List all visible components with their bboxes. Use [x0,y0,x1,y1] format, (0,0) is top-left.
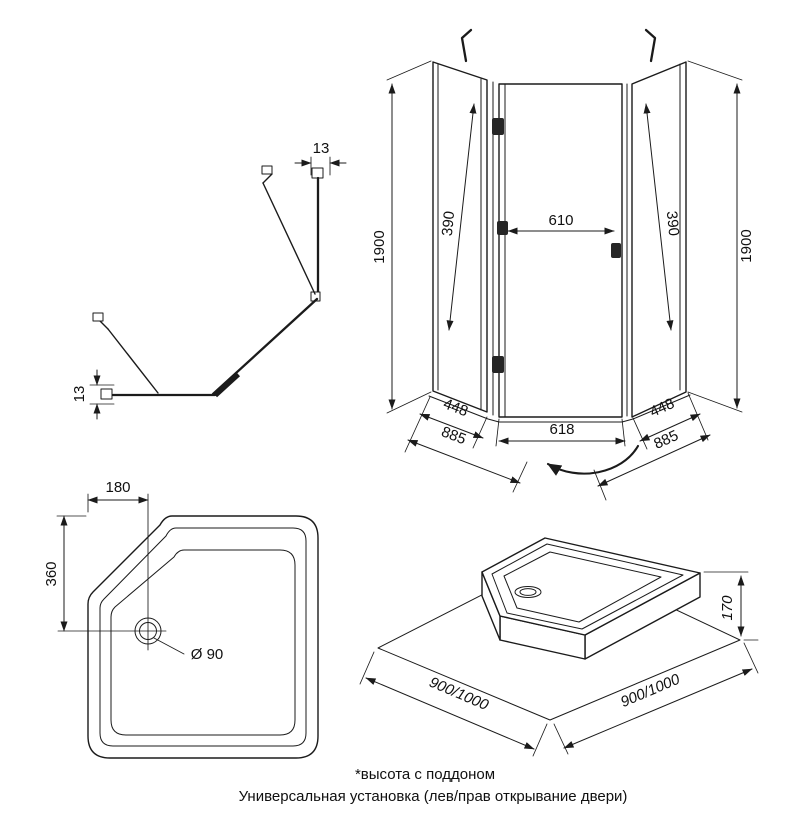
floor-outline [377,554,741,721]
profile-outline [92,165,324,400]
dim-left-panel: 390 [439,103,477,331]
dim-drain-offset-y-label: 360 [43,561,60,586]
dim-drain-offset-y: 360 [43,515,87,632]
door-profile-overlap [212,371,241,398]
dim-floor-left: 900/1000 [359,651,548,757]
footnote-installation: Универсальная установка (лев/прав открыв… [239,788,628,805]
dim-profile-top: 13 [294,140,347,176]
enclosure-3d-view: 1900 1900 390 390 610 448 [371,28,755,501]
tray-inner-rim-3d [491,543,684,630]
dim-right-panel-label: 390 [663,210,683,237]
door-hinge-top [492,118,504,135]
dim-height-left: 1900 [371,60,432,414]
wall-profile-end-top [311,167,324,179]
dim-drain-offset-x: 180 [87,479,149,513]
door-open-position-left [107,328,159,394]
glass-door [498,83,623,418]
dim-base-center: 618 [495,418,626,447]
dim-door-width-label: 610 [548,212,573,229]
dim-height-left-label: 1900 [371,230,388,263]
dim-drain-diameter-label: Ø 90 [191,646,224,663]
tray-outer-rim [87,515,319,759]
tray-3d-view: 900/1000 900/1000 170 [359,537,759,757]
door-handle-profile-right [261,165,273,175]
dim-side-right: 885 [593,427,711,501]
door-handle [611,243,621,258]
dim-drain-diameter: Ø 90 [153,637,224,663]
dim-base-left-label: 448 [441,395,470,420]
tray-top-view: 180 360 Ø 90 [43,479,319,759]
tray-floor-outline [110,549,296,736]
dim-right-panel: 390 [643,103,683,331]
dim-tray-height-label: 170 [719,595,736,621]
dim-side-right-label: 885 [651,427,681,453]
wall-bracket-left-icon [460,28,473,63]
tray-middle-rim [99,527,307,747]
glass-panel-right [631,61,687,418]
dim-tray-height: 170 [703,571,759,641]
wall-bracket-right-icon [644,28,657,63]
dim-profile-top-label: 13 [313,140,330,157]
footer-notes: *высота с поддоном Универсальная установ… [239,766,628,805]
dim-base-center-label: 618 [549,421,574,438]
glass-panel-left [432,61,488,413]
profile-top-view: 13 13 [71,140,347,420]
dim-profile-side-label: 13 [71,386,88,403]
dim-door-width: 610 [507,212,615,235]
dim-height-right-label: 1900 [738,229,755,262]
dim-drain-offset-x-label: 180 [105,479,130,496]
wall-profile-end-left [100,388,113,400]
drain-3d-inner [519,588,537,596]
door-swing-arrow [546,444,640,476]
drain-3d-outer [514,586,542,598]
dim-left-panel-label: 390 [439,210,459,237]
footnote-height: *высота с поддоном [355,766,495,783]
dim-floor-right-label: 900/1000 [618,671,683,711]
door-hinge-bottom [492,356,504,373]
dim-side-left: 885 [407,423,528,493]
dim-floor-right: 900/1000 [553,642,759,755]
door-handle-profile-left [92,312,104,322]
dim-profile-side: 13 [71,369,115,420]
door-hinge-middle [497,221,508,235]
tray-top-face [481,537,701,636]
dim-side-left-label: 885 [439,423,468,448]
door-open-position-right [262,182,316,295]
dim-height-right: 1900 [687,60,755,413]
tray-floor-3d [503,551,662,623]
